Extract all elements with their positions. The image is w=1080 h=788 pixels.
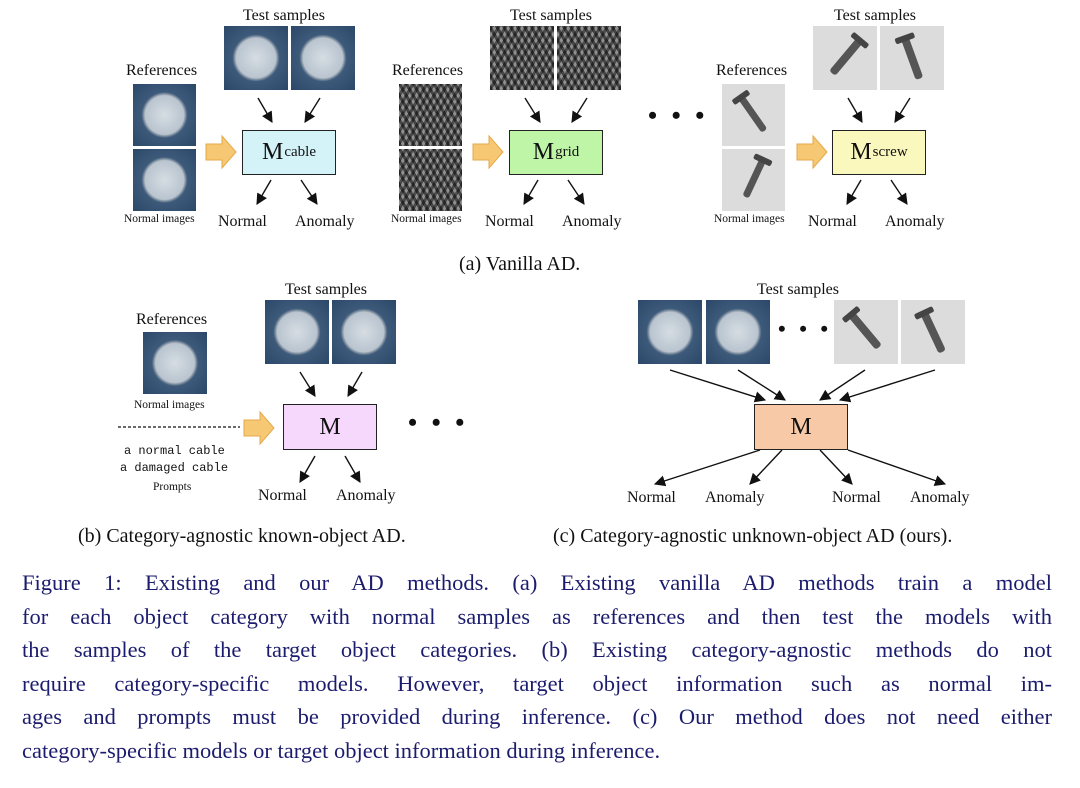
panel-c-caption: (c) Category-agnostic unknown-object AD …	[553, 525, 953, 547]
test-sample-image	[557, 26, 621, 90]
ellipsis: • • •	[778, 316, 833, 341]
anomaly-label: Anomaly	[562, 213, 622, 230]
reference-image	[722, 84, 785, 146]
figure-caption: Figure 1: Existing and our AD methods. (…	[22, 566, 1052, 767]
references-label: References	[136, 311, 208, 328]
test-samples-label: Test samples	[285, 281, 367, 298]
screw-icon	[914, 306, 945, 353]
reference-image	[133, 149, 196, 211]
normal-label: Normal	[485, 213, 534, 230]
screw-icon	[743, 153, 773, 198]
caption-line: ages and prompts must be provided during…	[22, 704, 1052, 729]
anomaly-label: Anomaly	[336, 487, 396, 504]
model-box-c: M	[754, 404, 848, 450]
prompts-label: Prompts	[153, 481, 192, 493]
references-label: References	[716, 62, 788, 79]
caption-line: the samples of the target object categor…	[22, 637, 1052, 662]
model-symbol: M	[790, 413, 812, 440]
model-subscript: grid	[555, 144, 580, 160]
panel-a-caption: (a) Vanilla AD.	[459, 253, 581, 275]
test-sample-image	[638, 300, 702, 364]
test-sample-image	[834, 300, 898, 364]
reference-image	[133, 84, 196, 146]
reference-image	[143, 332, 207, 394]
model-subscript: cable	[284, 144, 316, 160]
screw-icon	[842, 306, 881, 349]
normal-label: Normal	[808, 213, 857, 230]
references-label: References	[126, 62, 198, 79]
diagram-arrows	[118, 97, 947, 487]
caption-line: for each object category with normal sam…	[22, 603, 1052, 629]
anomaly-label: Anomaly	[295, 213, 355, 230]
test-samples-label: Test samples	[243, 7, 325, 24]
screw-icon	[732, 90, 767, 132]
test-samples-label: Test samples	[834, 7, 916, 24]
screw-icon	[830, 32, 869, 75]
caption-line: Figure 1: Existing and our AD methods. (…	[22, 570, 1052, 595]
model-symbol: M	[532, 139, 555, 165]
test-sample-image	[901, 300, 965, 364]
test-sample-image	[265, 300, 329, 364]
test-sample-image	[813, 26, 877, 90]
test-sample-image	[706, 300, 770, 364]
prompt-text: a damaged cable	[120, 461, 229, 475]
ellipsis: • • •	[408, 408, 469, 437]
model-symbol: M	[850, 139, 872, 165]
test-sample-image	[332, 300, 396, 364]
anomaly-label: Anomaly	[910, 489, 970, 506]
reference-image	[399, 84, 462, 146]
model-symbol: M	[319, 413, 341, 440]
test-sample-image	[880, 26, 944, 90]
ellipsis: • • •	[648, 101, 709, 130]
prompt-text: a normal cable	[124, 444, 225, 458]
anomaly-label: Anomaly	[705, 489, 765, 506]
normal-label: Normal	[627, 489, 676, 506]
caption-line: require category-specific models. Howeve…	[22, 670, 1052, 696]
normal-images-label: Normal images	[134, 399, 205, 411]
test-samples-label: Test samples	[757, 281, 839, 298]
normal-images-label: Normal images	[391, 213, 462, 225]
normal-label: Normal	[258, 487, 307, 504]
normal-label: Normal	[218, 213, 267, 230]
normal-label: Normal	[832, 489, 881, 506]
test-sample-image	[224, 26, 288, 90]
model-box-b: M	[283, 404, 377, 450]
test-sample-image	[490, 26, 554, 90]
normal-images-label: Normal images	[714, 213, 785, 225]
caption-line: category-specific models or target objec…	[22, 737, 661, 763]
anomaly-label: Anomaly	[885, 213, 945, 230]
reference-image	[722, 149, 785, 211]
normal-images-label: Normal images	[124, 213, 195, 225]
reference-image	[399, 149, 462, 211]
test-sample-image	[291, 26, 355, 90]
references-label: References	[392, 62, 464, 79]
test-samples-label: Test samples	[510, 7, 592, 24]
screw-icon	[894, 32, 923, 80]
panel-b-caption: (b) Category-agnostic known-object AD.	[78, 525, 406, 547]
model-subscript: screw	[872, 144, 908, 160]
model-symbol: M	[262, 139, 284, 165]
